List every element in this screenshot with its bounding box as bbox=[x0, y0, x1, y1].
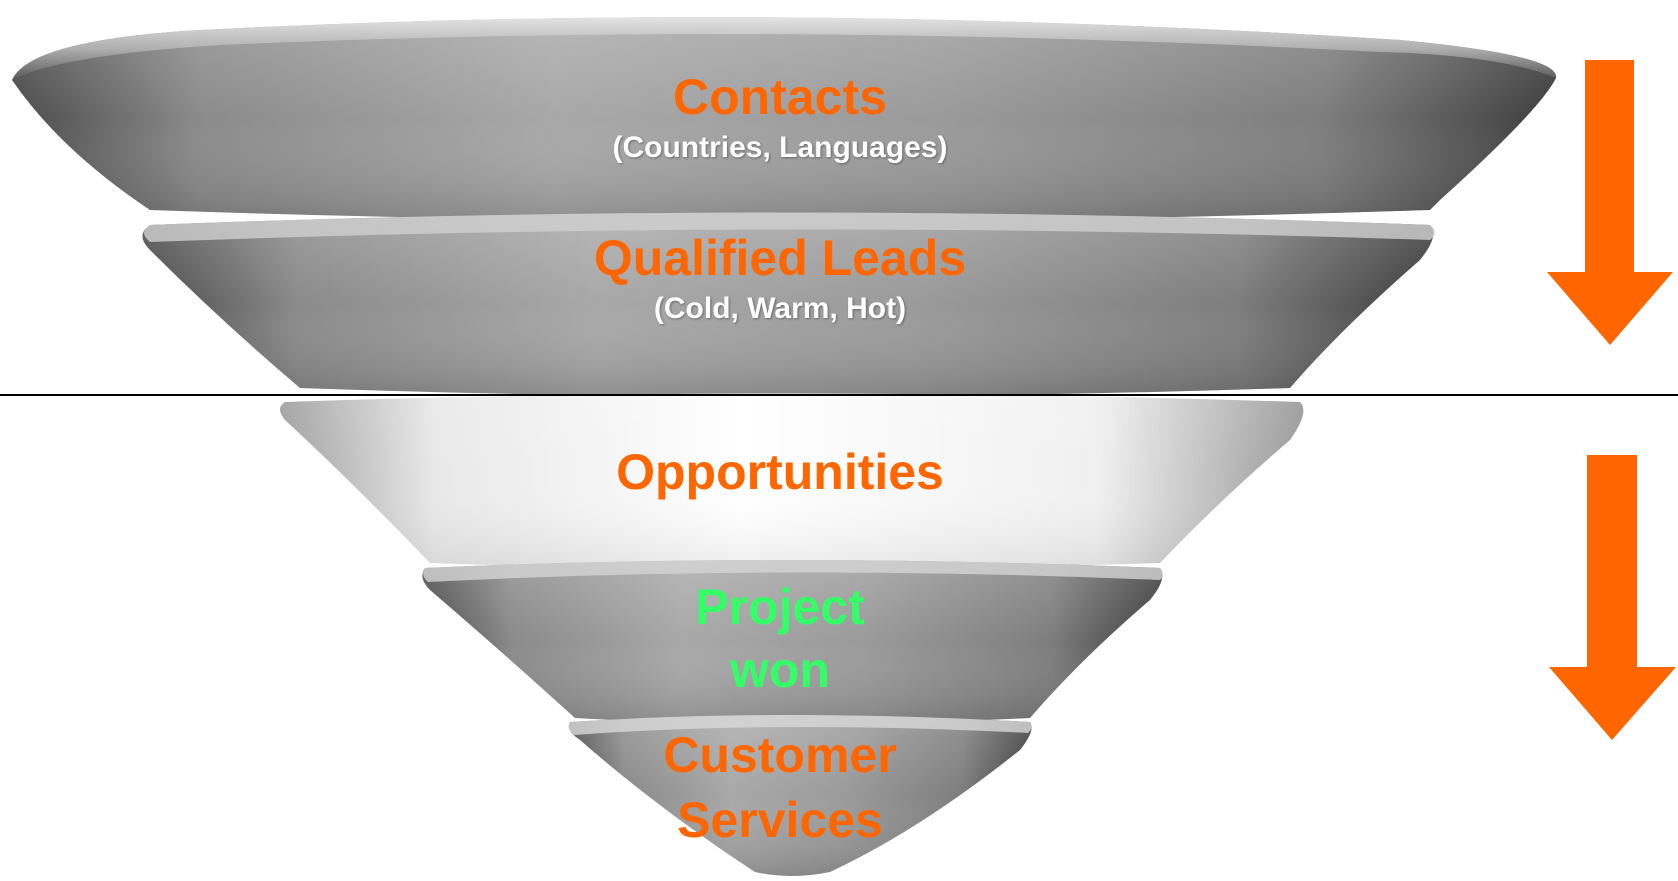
stage-contacts-title: Contacts bbox=[673, 69, 887, 125]
funnel-band-project-won bbox=[422, 560, 1164, 724]
stage-qualified-leads-subtitle: (Cold, Warm, Hot) bbox=[653, 292, 907, 325]
funnel-band-opportunities bbox=[280, 393, 1304, 569]
down-arrow-bottom bbox=[1549, 455, 1676, 740]
funnel-band-contacts bbox=[12, 17, 1557, 222]
down-arrow-top bbox=[1547, 60, 1673, 345]
funnel-band-qualified-leads bbox=[142, 212, 1435, 397]
stage-opportunities-title: Opportunities bbox=[616, 444, 944, 500]
stage-customer-services-line1: Customer bbox=[663, 727, 897, 783]
stage-contacts-subtitle: (Countries, Languages) bbox=[612, 131, 948, 164]
stage-qualified-leads-title: Qualified Leads bbox=[593, 230, 967, 286]
stage-customer-services-line2: Services bbox=[677, 792, 883, 848]
stage-project-won-line1: Project bbox=[695, 579, 865, 635]
stage-project-won-line2: won bbox=[730, 642, 830, 698]
funnel-band-customer-services bbox=[568, 715, 1032, 876]
